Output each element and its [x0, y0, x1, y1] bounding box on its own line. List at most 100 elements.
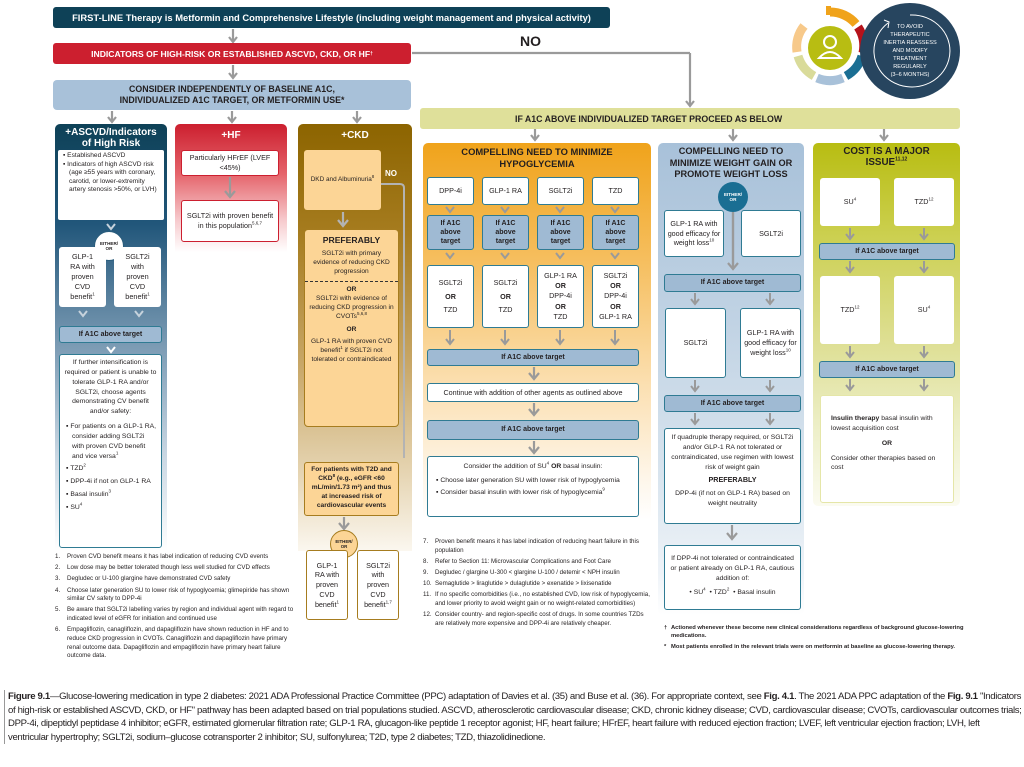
hypo-a1c-box: If A1C above target	[427, 349, 639, 366]
down-arrow-icon	[690, 380, 775, 393]
weight-quad-text: If quadruple therapy required, or SGLT2i…	[671, 434, 794, 471]
weight-glp1-box-2: GLP-1 RA with good efficacy for weight l…	[740, 308, 801, 378]
proceed-text: IF A1C ABOVE INDIVIDUALIZED TARGET PROCE…	[515, 113, 783, 124]
down-arrow-icon	[445, 330, 620, 346]
ascvd-further-box: If further intensification is required o…	[59, 354, 162, 548]
indicators-text: INDICATORS OF HIGH-RISK OR ESTABLISHED A…	[91, 48, 371, 59]
ascvd-further-text: If further intensification is required o…	[64, 359, 157, 416]
down-arrow-icon	[78, 310, 144, 318]
down-arrow-icon	[337, 212, 349, 228]
refresh-arrow-icon	[873, 14, 951, 88]
footnote-9: 9.Degludec / glargine U-300 < glargine U…	[423, 569, 620, 577]
down-arrow-icon	[106, 346, 116, 354]
ascvd-further-bullet-4: ▪ SU4	[66, 501, 83, 511]
ckd-pref-text-1: SGLT2i with primary evidence of reducing…	[313, 250, 390, 276]
first-line-banner: FIRST-LINE Therapy is Metformin and Comp…	[53, 7, 610, 28]
ckd-preferably-box: PREFERABLY SGLT2i with primary evidence …	[304, 229, 399, 427]
ckd-no-connector	[381, 183, 405, 458]
down-arrow-icon	[445, 252, 620, 260]
footnote-7: 7.Proven benefit means it has label indi…	[423, 538, 639, 554]
cost-other-text: Consider other therapies based on cost	[831, 454, 936, 472]
indicators-banner: INDICATORS OF HIGH-RISK OR ESTABLISHED A…	[53, 43, 411, 64]
cost-su-box: SU4	[820, 178, 880, 226]
footnote-dagger: †Actioned whenever these become new clin…	[664, 625, 964, 640]
cost-a1c-box-2: If A1C above target	[819, 361, 955, 378]
ascvd-title-2: of High Risk	[81, 138, 141, 149]
ckd-patients-box: For patients with T2D and CKD8 (e.g., eG…	[304, 462, 399, 516]
weight-a1c-box-2: If A1C above target	[664, 395, 801, 412]
ascvd-criteria-box: ▪ Established ASCVD ▪ Indicators of high…	[58, 150, 164, 220]
down-arrow-icon	[845, 379, 929, 392]
down-arrow-icon	[338, 517, 350, 531]
cost-a1c-box: If A1C above target	[819, 243, 955, 260]
weight-glp1-box: GLP-1 RA with good efficacy for weight l…	[664, 210, 724, 257]
footnote-1: 1.Proven CVD benefit means it has label …	[55, 553, 269, 560]
weight-title-1: COMPELLING NEED TO	[678, 146, 784, 156]
caption-ref-fig9[interactable]: Fig. 9.1	[947, 691, 978, 702]
weight-title-3: PROMOTE WEIGHT LOSS	[674, 169, 788, 179]
cost-insulin-text: Insulin therapy basal insulin with lowes…	[831, 415, 933, 432]
hypo-bullet-1: ▪ Consider basal insulin with lower risk…	[436, 486, 605, 496]
weight-dpp-text: If DPP-4i not tolerated or contraindicat…	[670, 555, 795, 582]
hypo-drug-dpp4i: DPP-4i	[427, 177, 474, 205]
hypo-drug-tzd: TZD	[592, 177, 639, 205]
hypo-drug-sglt2i: SGLT2i	[537, 177, 584, 205]
inertia-circle: TO AVOID THERAPEUTIC INERTIA REASSESS AN…	[860, 3, 960, 99]
down-arrow-icon	[845, 228, 929, 241]
weight-title-2: MINIMIZE WEIGHT GAIN OR	[669, 157, 793, 168]
ascvd-further-bullet-3: ▪ Basal insulin3	[66, 488, 111, 499]
figure-caption: Figure 9.1—Glucose-lowering medication i…	[4, 690, 1022, 745]
patient-cycle-icon	[792, 6, 869, 86]
footnotes-middle: 7.Proven benefit means it has label indi…	[423, 538, 653, 631]
down-arrow-icon	[528, 403, 540, 417]
down-arrow-icon	[727, 212, 739, 271]
cost-tzd-box: TZD12	[894, 178, 954, 226]
ascvd-bullet-1: ▪ Indicators of high ASCVD risk (age ≥55…	[63, 160, 157, 194]
weight-preferably: PREFERABLY	[708, 475, 757, 485]
footnote-3: 3.Degludec or U-100 glargine have demons…	[55, 575, 231, 583]
caption-ref-fig4[interactable]: Fig. 4.1	[763, 691, 795, 702]
hypo-consider-box: Consider the addition of SU4 OR basal in…	[427, 456, 639, 517]
down-arrow-icon	[224, 177, 236, 199]
ckd-pref-text-2: SGLT2i with evidence of reducing CKD pro…	[309, 294, 394, 321]
ascvd-bullet-0: ▪ Established ASCVD	[63, 152, 126, 159]
down-arrow-icon	[690, 413, 775, 426]
hypo-title-2: HYPOGLYCEMIA	[499, 157, 575, 169]
consider-banner: CONSIDER INDEPENDENTLY OF BASELINE A1C, …	[53, 80, 411, 110]
ckd-pref-text-3: GLP-1 RA with proven CVD benefit1 if SGL…	[311, 337, 392, 364]
footnotes-left: 1.Proven CVD benefit means it has label …	[55, 553, 295, 663]
footnote-2: 2.Low dose may be better tolerated thoug…	[55, 564, 270, 572]
weight-sglt2i-box-2: SGLT2i	[665, 308, 726, 378]
flow-connectors	[107, 29, 889, 142]
inertia-line-2: INERTIA REASSESS	[883, 39, 937, 46]
no-label: NO	[520, 33, 541, 49]
down-arrow-icon	[845, 346, 929, 359]
consider-line-1: CONSIDER INDEPENDENTLY OF BASELINE A1C,	[129, 83, 335, 94]
weight-dpp-box: If DPP-4i not tolerated or contraindicat…	[664, 545, 801, 610]
down-arrow-icon	[528, 367, 540, 381]
weight-dpp-items: • SU4 • TZD2 • Basal insulin	[689, 586, 776, 596]
first-line-text: FIRST-LINE Therapy is Metformin and Comp…	[72, 12, 591, 23]
footnotes-right: †Actioned whenever these become new clin…	[664, 624, 964, 653]
weight-quad-box: If quadruple therapy required, or SGLT2i…	[664, 428, 801, 524]
hypo-drug-glp1: GLP-1 RA	[482, 177, 529, 205]
ascvd-a1c-box: If A1C above target	[59, 326, 162, 343]
footnote-8: 8.Refer to Section 11: Microvascular Com…	[423, 557, 611, 565]
proceed-banner: IF A1C ABOVE INDIVIDUALIZED TARGET PROCE…	[420, 108, 960, 129]
weight-sglt2i-box: SGLT2i	[741, 210, 801, 257]
weight-either-or: EITHER/OR	[718, 182, 748, 212]
footnote-11: 11.If no specific comorbidities (i.e., n…	[423, 591, 650, 608]
ckd-no-label: NO	[385, 169, 397, 178]
caption-label: Figure 9.1	[8, 691, 50, 702]
weight-a1c-box: If A1C above target	[664, 274, 801, 292]
cost-su-box-2: SU4	[894, 276, 954, 344]
